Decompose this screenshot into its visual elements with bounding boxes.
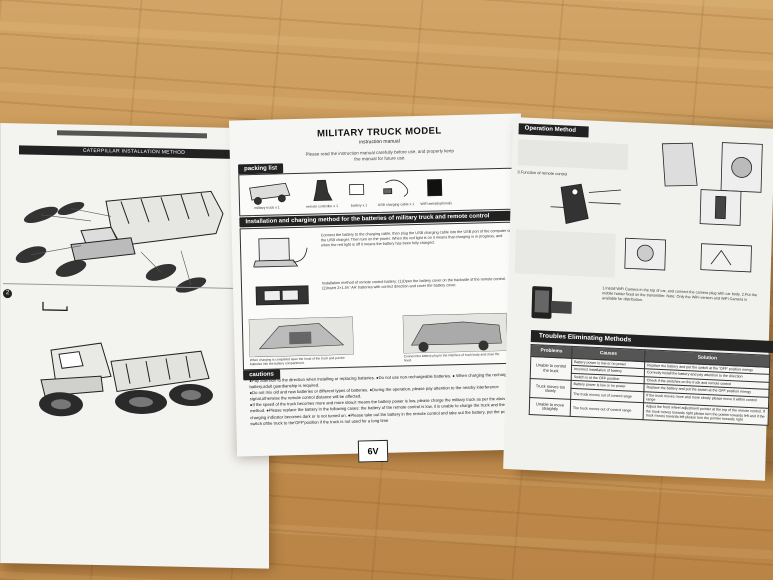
laptop-charging-illustration xyxy=(252,237,308,268)
step-marker: 2 xyxy=(3,289,12,299)
wifi-camera-phone-photo xyxy=(531,286,572,319)
wifi-camera-instructions: 1.Install WiFi Camera in the top of car,… xyxy=(601,286,758,303)
charging-instructions: Connect the battery to the charging cabl… xyxy=(320,228,511,248)
caterpillar-diagram xyxy=(15,190,224,293)
remote-function-diagram xyxy=(550,183,742,226)
open-hood-photo xyxy=(248,316,354,358)
instruction-manual-sheet: MILITARY TRUCK MODEL instruction manual … xyxy=(228,113,530,463)
packing-item-battery: battery x 1 xyxy=(350,203,368,208)
packing-item-usb-cable: USB charging cable x 1 xyxy=(377,202,415,208)
caution-paragraph: ●If the speed of the truck becomes more … xyxy=(249,396,513,426)
packing-list-box: military truck x 1 remote controller x 1… xyxy=(238,167,518,217)
remote-battery-instructions: Installation method of remote control ba… xyxy=(321,276,506,291)
troubleshooting-table: Problems Causes Solution Unable to contr… xyxy=(528,344,771,426)
closed-hood-photo xyxy=(402,312,508,354)
direction-adjust-diagram xyxy=(624,237,752,273)
problem-cell: Unable to move straightly xyxy=(529,397,571,417)
caterpillar-section-title: CATERPILLAR INSTALLATION METHOD xyxy=(19,145,249,160)
operation-step-text xyxy=(517,139,629,171)
packing-items-illustration xyxy=(249,179,443,205)
operation-method-sheet: Operation Method 3.Function of remote co… xyxy=(503,117,773,481)
closed-hood-caption: Connect the battery plug to the interfac… xyxy=(403,352,500,363)
open-hood-caption: When charging is completed open the hood… xyxy=(249,355,345,367)
left-manual-sheet: CATERPILLAR INSTALLATION METHOD 2 xyxy=(0,123,269,569)
direction-fine-adjustment-text xyxy=(514,229,616,278)
caterpillar-title-text: CATERPILLAR INSTALLATION METHOD xyxy=(82,147,186,156)
packing-item-wifi-aerial: WiFi aerial(optional) xyxy=(420,201,452,206)
assembled-truck-diagram xyxy=(39,342,213,417)
problem-cell: Truck moves too slowly xyxy=(529,378,572,400)
packing-item-remote: remote controller x 1 xyxy=(306,203,339,209)
remote-battery-illustration xyxy=(255,285,309,306)
bracket-mark xyxy=(42,301,68,312)
top-caption xyxy=(57,130,207,139)
packing-item-truck: military truck x 1 xyxy=(254,205,280,211)
cautions-list: ●Pay attention to the direction when ins… xyxy=(249,372,520,427)
problem-cell: Unable to control the truck xyxy=(530,356,572,381)
remote-control-diagram xyxy=(661,142,763,193)
operation-method-heading: Operation Method xyxy=(518,123,589,138)
cause-cell: The truck moves out of control range xyxy=(570,399,644,420)
battery-voltage-label: 6V xyxy=(357,439,389,463)
installation-box: Connect the battery to the charging cabl… xyxy=(239,221,521,463)
manual-intro: Please read the instruction manual caref… xyxy=(305,148,454,162)
